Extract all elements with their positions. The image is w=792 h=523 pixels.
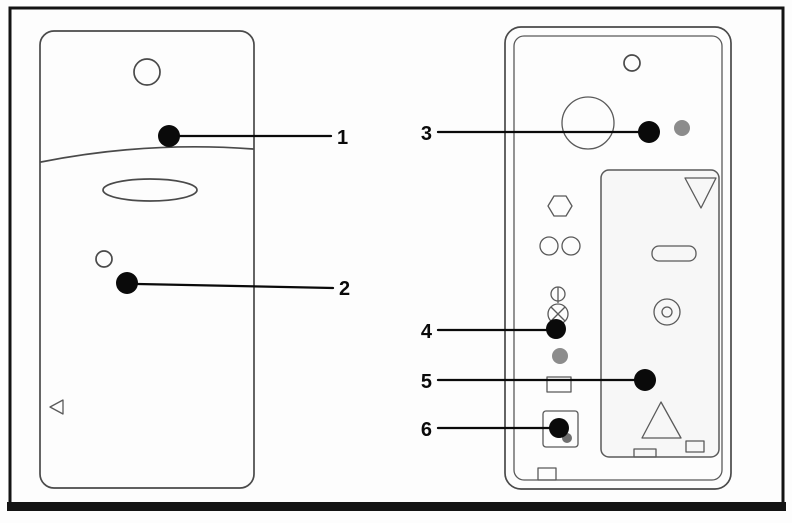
back-speaker-opening — [561, 96, 615, 150]
battery-panel — [600, 169, 720, 458]
callout-2: 2 — [116, 272, 350, 300]
callout-label-6: 6 — [421, 419, 432, 441]
panel-screw-ring-inner — [661, 306, 673, 318]
panel-bottom-triangle — [641, 401, 682, 439]
back-bottom-slot — [537, 467, 557, 481]
callout-marker-6 — [549, 418, 569, 438]
callout-marker-4 — [546, 319, 566, 339]
callout-label-4: 4 — [421, 321, 433, 343]
panel-bottom-tab-left — [633, 448, 657, 458]
callout-label-2: 2 — [339, 278, 350, 300]
back-body-outer — [504, 26, 732, 490]
front-body — [39, 30, 255, 489]
hole-pair-right — [561, 236, 581, 256]
callout-3: 3 — [421, 121, 660, 145]
callout-6: 6 — [421, 418, 569, 441]
switch-slot — [546, 376, 572, 393]
back-left-components — [539, 195, 581, 448]
callout-label-3: 3 — [421, 123, 432, 145]
callout-marker-5 — [634, 369, 656, 391]
callout-label-5: 5 — [421, 371, 432, 393]
front-triangle-mark — [49, 399, 64, 415]
front-speaker-hole — [133, 58, 161, 86]
back-body-inner — [513, 35, 723, 481]
hole-pair-left — [539, 236, 559, 256]
diagram-border-bottom — [7, 502, 786, 511]
front-view — [39, 30, 255, 489]
back-view — [504, 26, 732, 490]
terminal-screw-cross-2 — [550, 306, 566, 322]
callout-4: 4 — [421, 319, 566, 343]
panel-screw-ring-outer — [653, 298, 681, 326]
panel-bottom-tab-right — [685, 440, 705, 453]
callout-marker-2 — [116, 272, 138, 294]
panel-notch-triangle — [684, 177, 717, 209]
mounting-nut — [547, 195, 573, 217]
front-led-hole — [95, 250, 113, 268]
callouts: 1 2 3 4 5 6 — [116, 121, 660, 441]
reset-gray-dot — [552, 348, 568, 364]
callout-marker-3 — [638, 121, 660, 143]
callout-line-2 — [136, 282, 335, 290]
front-slot — [102, 178, 198, 202]
callout-1: 1 — [158, 125, 348, 149]
front-seam-line — [40, 145, 254, 163]
back-screw-gray-dot — [674, 120, 690, 136]
callout-label-1: 1 — [337, 127, 348, 149]
wire-terminal — [547, 286, 569, 325]
battery-compartment — [600, 169, 720, 458]
panel-connector-slot — [651, 245, 697, 262]
back-top-hole — [623, 54, 641, 72]
callout-marker-1 — [158, 125, 180, 147]
callout-5: 5 — [421, 369, 656, 393]
